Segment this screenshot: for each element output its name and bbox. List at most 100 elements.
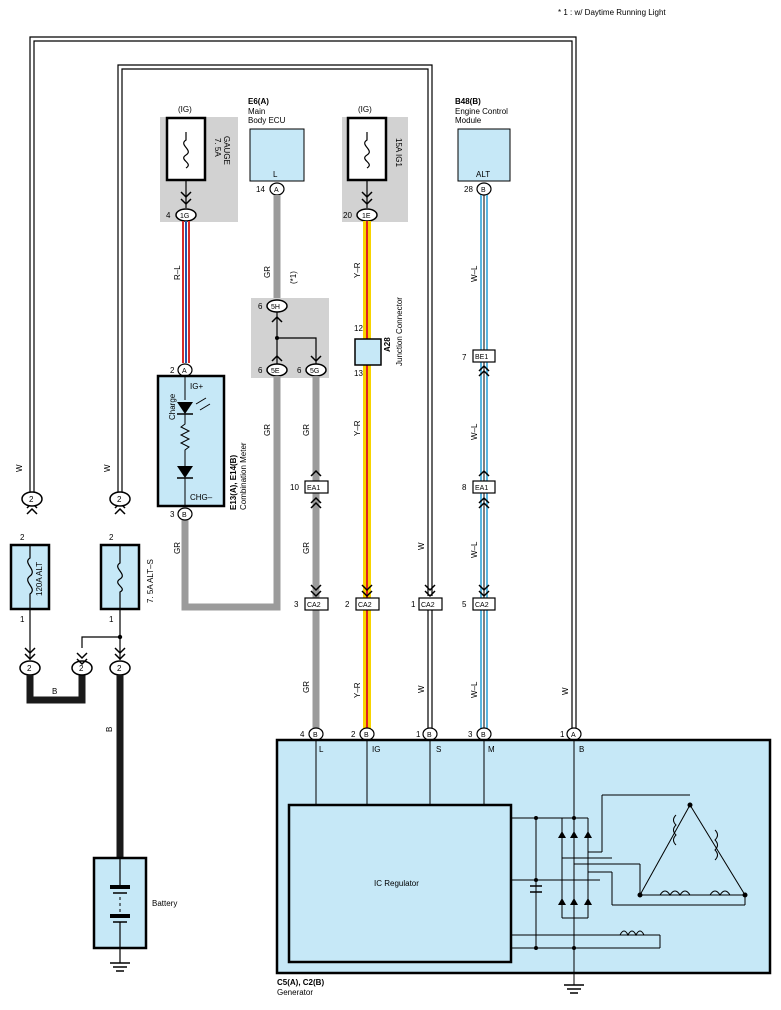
wire-label-gr-top: GR (263, 266, 272, 278)
connector-ca2-1: 3 CA2 (294, 584, 329, 611)
wire-label-b-battery: B (105, 727, 114, 732)
svg-text:3: 3 (468, 730, 473, 739)
svg-text:4: 4 (300, 730, 305, 739)
svg-text:1: 1 (20, 615, 25, 624)
ig1-fuse-pin: 20 (343, 211, 352, 220)
wire-label-wl-top: W–L (470, 265, 479, 282)
junction-connector-code: A28 (383, 337, 392, 352)
svg-text:2: 2 (79, 664, 84, 673)
svg-text:2: 2 (351, 730, 356, 739)
generator-ground-icon (564, 984, 584, 994)
ecu-code: E6(A) (248, 97, 269, 106)
ecm-pin: 28 (464, 185, 473, 194)
wire-label-gr-lower: GR (302, 542, 311, 554)
meter-charge-label: Charge (168, 393, 177, 420)
svg-text:2: 2 (117, 664, 122, 673)
meter-code: E13(A), E14(B) (229, 455, 238, 510)
gauge-fuse-element-icon (183, 132, 189, 169)
wire-w-mid-inner (121, 68, 429, 596)
svg-text:M: M (488, 745, 495, 754)
svg-text:3: 3 (170, 510, 175, 519)
svg-text:1: 1 (560, 730, 565, 739)
svg-text:IG: IG (372, 745, 380, 754)
footnote: * 1 : w/ Daytime Running Light (558, 8, 666, 17)
wire-label-gr-center: GR (263, 424, 272, 436)
svg-text:B: B (481, 187, 486, 194)
svg-text:BE1: BE1 (475, 354, 488, 361)
svg-text:CA2: CA2 (358, 602, 372, 609)
svg-text:1: 1 (416, 730, 421, 739)
fuse-alts-name: 7. 5A ALT–S (146, 559, 155, 603)
svg-text:B: B (427, 732, 432, 739)
wire-label-gr-bottom: GR (302, 681, 311, 693)
generator-name: Generator (277, 988, 313, 997)
ecu-terminal: L (273, 170, 278, 179)
wire-label-wl-lower: W–L (470, 541, 479, 558)
wire-w-mid (117, 64, 433, 596)
svg-text:6: 6 (297, 366, 302, 375)
svg-text:5G: 5G (310, 368, 319, 375)
svg-text:3: 3 (294, 600, 299, 609)
ecm-name-line1: Engine Control (455, 107, 508, 116)
ig1-fuse-element-icon (364, 132, 370, 169)
ecu-name-line2: Body ECU (248, 116, 286, 125)
wire-label-b-link: B (52, 687, 57, 696)
resistor-icon (179, 414, 191, 466)
svg-text:10: 10 (290, 483, 299, 492)
ecm-code: B48(B) (455, 97, 481, 106)
svg-text:L: L (319, 745, 324, 754)
svg-text:2: 2 (29, 495, 34, 504)
junction-connector-a28 (354, 338, 382, 366)
wire-label-gr-meter: GR (173, 542, 182, 554)
gauge-fuse-pin: 4 (166, 211, 171, 220)
meter-bottom-connector (177, 507, 193, 521)
stator-coils-icon (637, 802, 748, 898)
charge-lamp-icon (177, 402, 193, 414)
ig1-fuse-supply: (IG) (358, 105, 372, 114)
svg-text:EA1: EA1 (475, 485, 488, 492)
wire-wl (480, 195, 488, 730)
wire-gr-meter-return (181, 376, 281, 611)
svg-text:6: 6 (258, 366, 263, 375)
svg-text:5H: 5H (271, 304, 280, 311)
ecu-pin: 14 (256, 185, 265, 194)
gauge-fuse-rating: 7. 5A (213, 138, 222, 157)
svg-text:B: B (481, 732, 486, 739)
svg-text:A: A (571, 732, 576, 739)
diode-icon (177, 466, 193, 478)
svg-text:A: A (274, 187, 279, 194)
wire-label-yr-top: Y–R (353, 262, 362, 278)
svg-text:A: A (182, 368, 187, 375)
ecm-terminal: ALT (476, 170, 490, 179)
svg-text:12: 12 (354, 324, 363, 333)
gauge-fuse-name: GAUGE (222, 136, 231, 165)
svg-text:1G: 1G (180, 213, 189, 220)
connector-ca2-3: 1 CA2 (411, 584, 443, 611)
fuse-120a-element-icon (27, 545, 33, 609)
wire-label-wl-bottom: W–L (470, 681, 479, 698)
svg-text:2: 2 (170, 366, 175, 375)
svg-text:1: 1 (109, 615, 114, 624)
svg-text:EA1: EA1 (307, 485, 320, 492)
connector-ea1-left (304, 480, 329, 494)
connector-ca2-4: 5 CA2 (462, 584, 496, 611)
battery-ground-icon (110, 962, 130, 972)
wire-label-dr1: (*1) (289, 271, 298, 284)
generator-code: C5(A), C2(B) (277, 978, 324, 987)
ecm-name-line2: Module (455, 116, 482, 125)
svg-text:2: 2 (117, 495, 122, 504)
svg-text:2: 2 (20, 533, 25, 542)
ig1-fuse (346, 116, 388, 182)
svg-text:CA2: CA2 (307, 602, 321, 609)
gauge-fuse (165, 116, 207, 182)
svg-text:2: 2 (109, 533, 114, 542)
junction-connector-name: Junction Connector (395, 297, 404, 366)
ecu-name-line1: Main (248, 107, 265, 116)
svg-text:13: 13 (354, 369, 363, 378)
diode-bridge-icon (558, 831, 592, 905)
ic-regulator-label: IC Regulator (374, 879, 419, 888)
svg-text:S: S (436, 745, 441, 754)
connector-ea1-right (472, 480, 496, 494)
svg-text:5: 5 (462, 600, 467, 609)
wire-label-yr-mid: Y–R (353, 420, 362, 436)
